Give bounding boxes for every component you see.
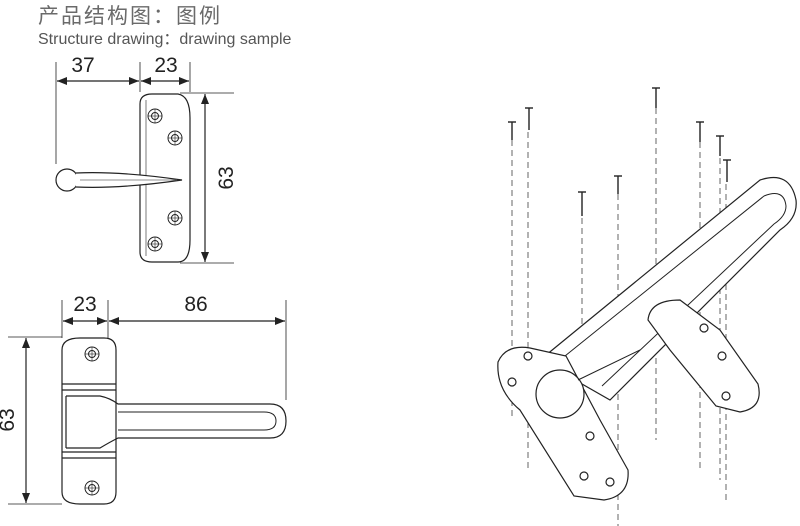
- screw: [578, 191, 586, 216]
- iso-knob: [535, 369, 585, 419]
- screw: [723, 159, 731, 182]
- title-chinese: 产品结构图：图例: [38, 4, 222, 28]
- iso-keeper-plate: [647, 299, 760, 413]
- iso-swing-arm: [538, 176, 797, 401]
- dim-label-63b: 63: [0, 408, 19, 431]
- knob: [55, 168, 79, 192]
- screw-hole: [167, 210, 183, 226]
- screw: [652, 87, 660, 108]
- swing-arm: [66, 395, 287, 449]
- screw-hole: [147, 108, 163, 124]
- dim-label-37: 37: [71, 54, 94, 77]
- mounting-plate: [139, 93, 191, 263]
- screw: [696, 121, 704, 142]
- screw-hole: [147, 236, 163, 252]
- screw-hole: [167, 130, 183, 146]
- screw-hole: [84, 480, 100, 496]
- screw: [614, 175, 622, 194]
- dim-label-23: 23: [154, 54, 177, 77]
- title-english: Structure drawing：drawing sample: [38, 31, 292, 48]
- base-plate: [61, 337, 117, 505]
- screw: [508, 121, 516, 140]
- exploded-view: [497, 87, 797, 526]
- screw: [525, 107, 533, 130]
- bottom-view: [8, 300, 287, 505]
- dim-label-86: 86: [184, 293, 207, 316]
- top-view: [55, 62, 234, 264]
- iso-base-plate: [497, 346, 629, 501]
- screw: [716, 135, 724, 156]
- dim-label-23b: 23: [73, 293, 96, 316]
- screw-hole: [84, 346, 100, 362]
- dim-label-63: 63: [215, 166, 238, 189]
